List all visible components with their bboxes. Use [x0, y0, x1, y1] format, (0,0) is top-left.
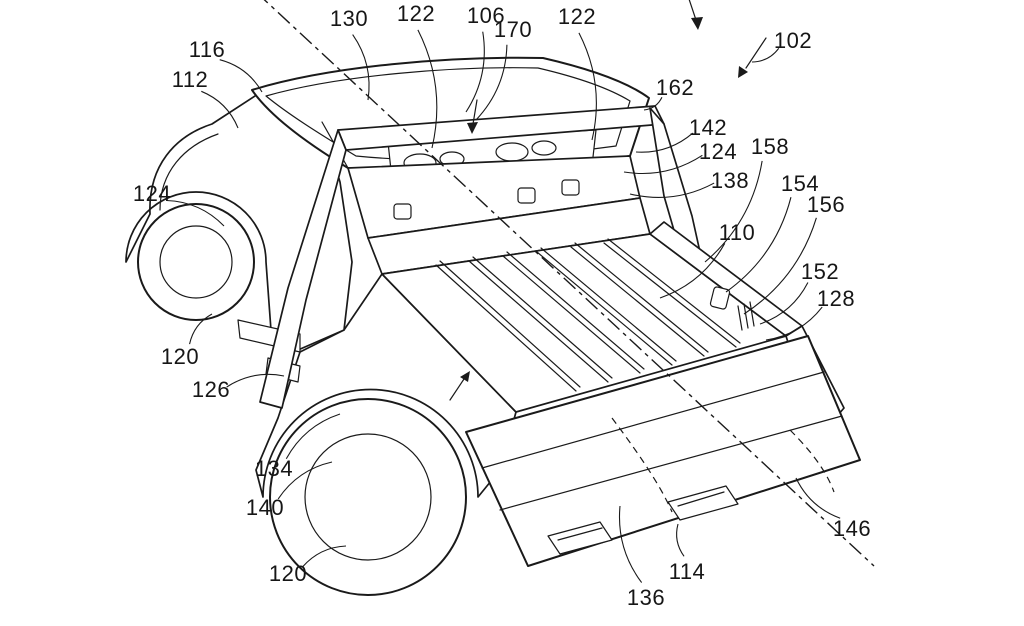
reference-numeral: 136 — [626, 585, 666, 610]
reference-numeral: 158 — [750, 134, 790, 159]
leader-line — [618, 505, 643, 583]
leader-line — [704, 160, 763, 263]
leader-line — [751, 47, 780, 63]
leader-line — [166, 199, 225, 227]
leader-line — [635, 132, 694, 153]
reference-numeral: 128 — [816, 286, 856, 311]
bed-arrow-icon — [449, 371, 470, 401]
reference-numeral: 116 — [188, 37, 226, 62]
section-line — [263, 0, 875, 567]
leader-line — [277, 461, 333, 500]
leader-line — [189, 313, 213, 345]
reference-numeral: 170 — [493, 17, 533, 42]
leader-line — [676, 523, 685, 557]
section-arrow-icon — [688, 0, 703, 30]
leader-line — [417, 29, 438, 149]
hidden-line — [611, 417, 673, 513]
reference-numeral: 140 — [245, 495, 285, 520]
reference-numeral: 146 — [832, 516, 872, 541]
front-wheel-icon — [137, 203, 255, 321]
sport-bar — [259, 105, 701, 409]
reference-numeral: 138 — [710, 168, 750, 193]
hidden-line — [789, 429, 835, 493]
reference-numeral: 126 — [191, 377, 231, 402]
leader-line — [759, 282, 809, 325]
reference-numeral: 110 — [718, 220, 756, 245]
reference-numeral: 122 — [396, 1, 436, 26]
bed-floor — [381, 233, 787, 413]
reference-numeral: 120 — [268, 561, 308, 586]
tailgate — [465, 335, 861, 567]
leader-line — [578, 32, 597, 141]
leader-line — [475, 44, 508, 121]
leader-line — [743, 217, 817, 315]
leader-line — [795, 477, 841, 519]
leader-line — [465, 31, 485, 113]
reference-numeral: 120 — [160, 344, 200, 369]
reference-numeral: 124 — [698, 139, 738, 164]
leader-line — [629, 182, 715, 198]
leader-line — [725, 197, 792, 293]
reference-numeral: 124 — [132, 181, 172, 206]
reference-numeral: 152 — [800, 259, 840, 284]
reference-numeral: 156 — [806, 192, 846, 217]
assembly-arrow-icon — [738, 37, 767, 78]
reference-numeral: 130 — [329, 6, 369, 31]
reference-numeral: 106 — [466, 3, 506, 28]
leader-line — [623, 154, 703, 175]
rear-wheel-icon — [269, 398, 467, 596]
leader-line — [285, 413, 341, 460]
rear-quarter-panel — [255, 273, 517, 498]
leader-line — [301, 545, 347, 568]
reference-numeral: 154 — [780, 171, 820, 196]
reference-numeral: 142 — [688, 115, 728, 140]
leader-line — [201, 90, 239, 129]
reference-numeral: 134 — [254, 456, 294, 481]
leader-lines — [166, 29, 841, 583]
leader-line — [226, 373, 285, 388]
leader-line — [219, 59, 263, 93]
reference-numeral: 114 — [668, 559, 706, 584]
reference-numeral: 122 — [557, 4, 597, 29]
reference-numeral: 112 — [171, 67, 209, 92]
interior-arrow-icon — [467, 99, 478, 134]
reference-numeral: 102 — [773, 28, 813, 53]
leader-line — [659, 243, 726, 299]
leader-line — [643, 97, 663, 111]
leader-line — [765, 306, 823, 341]
leader-line — [352, 34, 370, 101]
reference-numeral: 162 — [655, 75, 695, 100]
rear-bumper — [547, 485, 739, 555]
